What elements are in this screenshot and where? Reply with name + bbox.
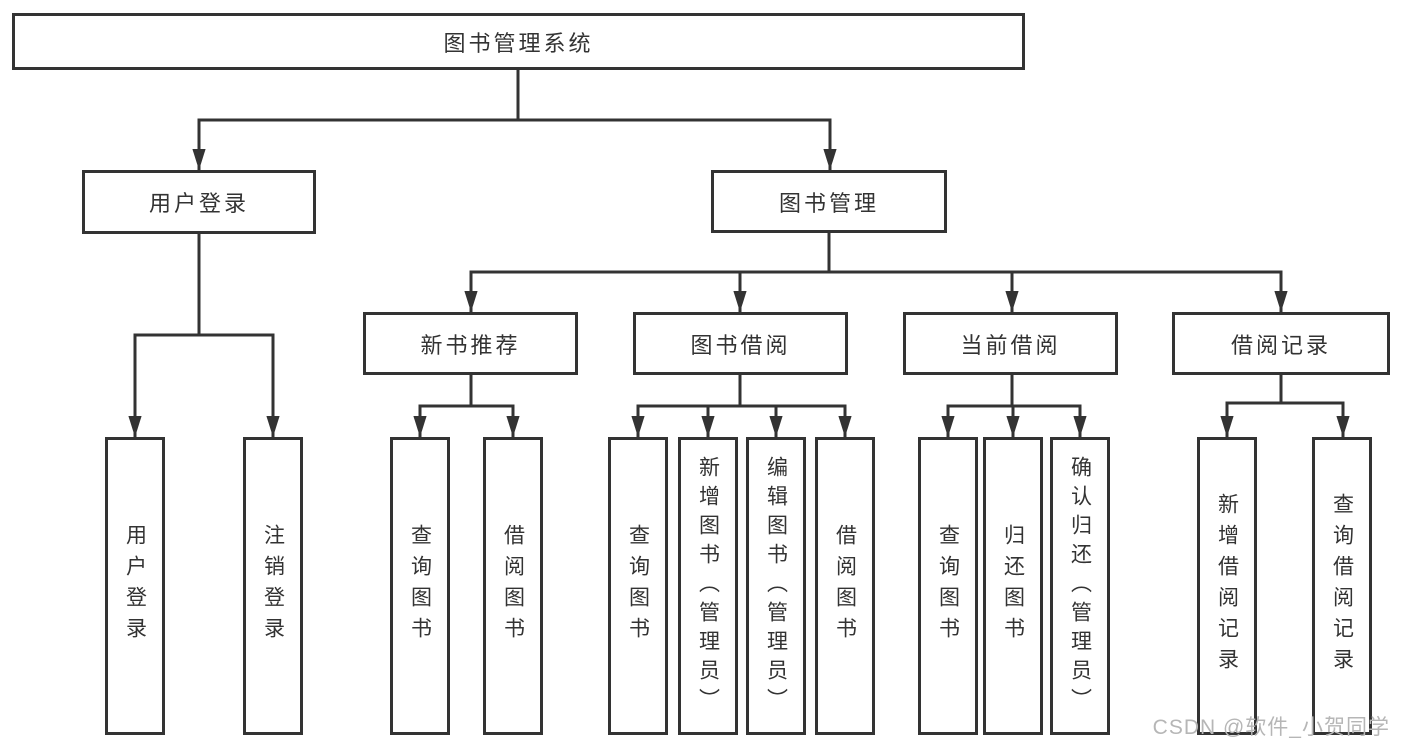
leaf-user-login: 用户登录 [105,437,165,735]
node-book-borrow: 图书借阅 [633,312,848,375]
node-library-management-system: 图书管理系统 [12,13,1025,70]
node-label: 注销登录 [261,524,285,648]
node-label: 借阅图书 [833,524,857,648]
node-new-book-recommend: 新书推荐 [363,312,578,375]
leaf-return-books: 归还图书 [983,437,1043,735]
node-current-borrow: 当前借阅 [903,312,1118,375]
node-label: 确认归还（管理员） [1068,455,1092,717]
leaf-add-borrow-record: 新增借阅记录 [1197,437,1257,735]
node-label: 新增借阅记录 [1215,493,1239,679]
leaf-borrow-books-recommend: 借阅图书 [483,437,543,735]
node-label: 图书管理 [778,190,879,216]
node-label: 新增图书（管理员） [696,455,720,717]
connector-group [128,68,1350,439]
node-label: 查询图书 [936,524,960,648]
leaf-edit-book-admin: 编辑图书（管理员） [746,437,806,735]
csdn-watermark: CSDN @软件_小贺同学 [1152,716,1390,739]
leaf-query-books-current: 查询图书 [918,437,978,735]
leaf-add-book-admin: 新增图书（管理员） [678,437,738,735]
node-label: 用户登录 [123,524,147,648]
node-label: 新书推荐 [420,332,521,358]
node-label: 图书借阅 [690,332,791,358]
leaf-borrow-books: 借阅图书 [815,437,875,735]
leaf-logout: 注销登录 [243,437,303,735]
node-label: 查询图书 [408,524,432,648]
leaf-confirm-return-admin: 确认归还（管理员） [1050,437,1110,735]
leaf-query-books-recommend: 查询图书 [390,437,450,735]
leaf-query-borrow-record: 查询借阅记录 [1312,437,1372,735]
node-book-management: 图书管理 [711,170,947,233]
node-borrow-records: 借阅记录 [1172,312,1390,375]
node-label: 查询图书 [626,524,650,648]
node-label: 查询借阅记录 [1330,493,1354,679]
leaf-query-books-borrow: 查询图书 [608,437,668,735]
node-user-login: 用户登录 [82,170,316,234]
node-label: 借阅图书 [501,524,525,648]
node-label: 当前借阅 [960,332,1061,358]
node-label: 归还图书 [1001,524,1025,648]
node-label: 用户登录 [148,191,249,216]
node-label: 编辑图书（管理员） [764,455,788,717]
node-label: 图书管理系统 [443,30,594,56]
node-label: 借阅记录 [1230,332,1331,358]
